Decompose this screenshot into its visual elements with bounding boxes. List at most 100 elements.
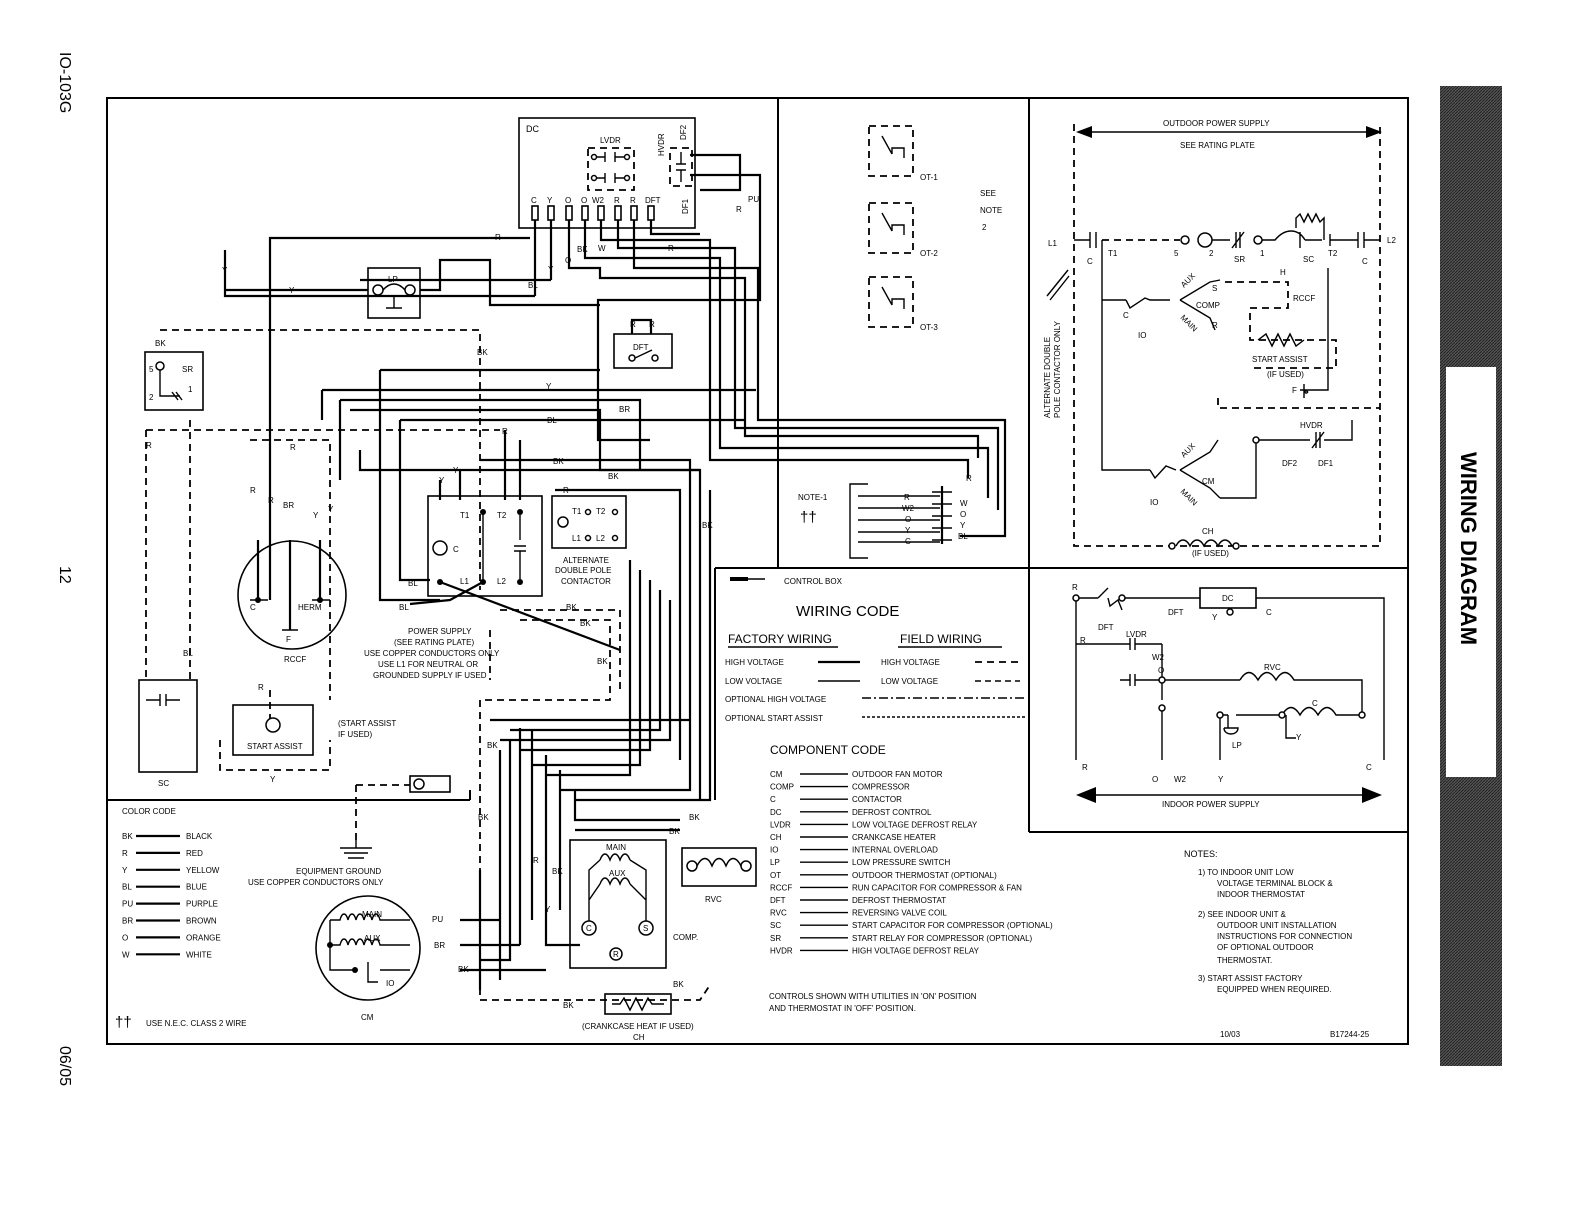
svg-text:2: 2	[1209, 249, 1214, 258]
svg-text:R: R	[630, 320, 636, 329]
svg-text:HIGH VOLTAGE: HIGH VOLTAGE	[881, 658, 940, 667]
component-code-name: RUN CAPACITOR FOR COMPRESSOR & FAN	[852, 883, 1022, 892]
svg-text:O: O	[1158, 666, 1164, 675]
svg-text:S: S	[643, 924, 648, 933]
svg-text:Y: Y	[453, 466, 459, 475]
svg-text:DFT: DFT	[645, 196, 661, 205]
component-code-name: REVERSING VALVE COIL	[852, 909, 947, 918]
svg-text:EQUIPPED WHEN REQUIRED.: EQUIPPED WHEN REQUIRED.	[1217, 985, 1332, 994]
svg-text:BK: BK	[552, 867, 563, 876]
svg-text:R: R	[966, 474, 972, 483]
svg-text:Y: Y	[289, 286, 295, 295]
component-code-key: DFT	[770, 896, 786, 905]
svg-text:LOW VOLTAGE: LOW VOLTAGE	[725, 677, 782, 686]
start-relay-sr: SR BK 5 2 1	[144, 339, 204, 411]
svg-text:R: R	[613, 950, 619, 959]
svg-text:OT-3: OT-3	[920, 323, 938, 332]
component-code-name: START RELAY FOR COMPRESSOR (OPTIONAL)	[852, 934, 1033, 943]
color-code-name: BLUE	[186, 883, 207, 892]
svg-text:10/03: 10/03	[1220, 1030, 1241, 1039]
alternate-contactor: T1 T2 L1 L2 ALTERNATE DOUBLE POLE CONTAC…	[551, 495, 627, 586]
svg-text:DOUBLE POLE: DOUBLE POLE	[555, 566, 611, 575]
svg-text:DFT: DFT	[1168, 608, 1184, 617]
svg-text:B17244-25: B17244-25	[1330, 1030, 1370, 1039]
notes: NOTES: 1) TO INDOOR UNIT LOW VOLTAGE TER…	[1184, 849, 1370, 1039]
svg-text:C: C	[1362, 257, 1368, 266]
svg-text:BL: BL	[183, 649, 193, 658]
svg-text:Y: Y	[545, 905, 551, 914]
svg-text:OPTIONAL HIGH VOLTAGE: OPTIONAL HIGH VOLTAGE	[725, 695, 826, 704]
svg-text:FACTORY WIRING: FACTORY WIRING	[728, 632, 832, 646]
svg-text:T2: T2	[596, 507, 606, 516]
svg-text:PU: PU	[432, 915, 443, 924]
component-code-name: COMPRESSOR	[852, 783, 910, 792]
svg-text:MAIN: MAIN	[606, 843, 626, 852]
svg-text:PU: PU	[748, 195, 759, 204]
svg-text:Y: Y	[328, 505, 334, 514]
color-code-key: O	[122, 933, 128, 942]
svg-text:POWER SUPPLY: POWER SUPPLY	[408, 627, 472, 636]
svg-text:L1: L1	[1048, 239, 1057, 248]
svg-text:INSTRUCTIONS FOR CONNECTION: INSTRUCTIONS FOR CONNECTION	[1217, 932, 1352, 941]
svg-text:L2: L2	[1387, 236, 1396, 245]
svg-text:BK: BK	[597, 657, 608, 666]
svg-text:SR: SR	[182, 365, 193, 374]
svg-text:BK: BK	[608, 472, 619, 481]
svg-text:O: O	[581, 196, 587, 205]
svg-text:W2: W2	[1174, 775, 1187, 784]
wiring-code-legend: CONTROL BOX WIRING CODE FACTORY WIRING F…	[725, 577, 1025, 723]
color-code-name: BROWN	[186, 917, 217, 926]
svg-text:W2: W2	[592, 196, 605, 205]
svg-text:BK: BK	[673, 980, 684, 989]
svg-text:AUX: AUX	[1179, 271, 1197, 289]
svg-text:BR: BR	[619, 405, 630, 414]
svg-text:DF1: DF1	[1318, 459, 1334, 468]
svg-text:INDOOR POWER SUPPLY: INDOOR POWER SUPPLY	[1162, 800, 1260, 809]
svg-text:L1: L1	[460, 577, 469, 586]
component-code-name: DEFROST CONTROL	[852, 808, 932, 817]
svg-text:5: 5	[1174, 249, 1179, 258]
svg-text:Y: Y	[1218, 775, 1224, 784]
component-code-key: IO	[770, 846, 778, 855]
svg-text:BK: BK	[477, 348, 488, 357]
svg-text:POLE CONTACTOR ONLY: POLE CONTACTOR ONLY	[1053, 320, 1062, 418]
component-code-key: RCCF	[770, 883, 792, 892]
svg-text:L2: L2	[596, 534, 605, 543]
thermostat-terminal-block: NOTE-1 †† R W2 O Y C R W O Y BL	[798, 474, 972, 559]
svg-text:O: O	[905, 515, 911, 524]
svg-text:DC: DC	[526, 124, 539, 134]
svg-text:Y: Y	[1212, 613, 1218, 622]
svg-text:SEE RATING PLATE: SEE RATING PLATE	[1180, 141, 1255, 150]
svg-text:BR: BR	[434, 941, 445, 950]
svg-text:CH: CH	[1202, 527, 1214, 536]
reversing-valve-coil: RVC	[681, 847, 757, 904]
color-code-name: BLACK	[186, 832, 213, 841]
svg-text:OT-1: OT-1	[920, 173, 938, 182]
component-code-key: COMP	[770, 783, 794, 792]
svg-text:Y: Y	[548, 265, 554, 274]
contactor: C T1 T2 L1 L2	[409, 495, 621, 652]
ladder-control-circuit: R DFT DC DFT Y C R LVDR W2 O RVC C LP Y …	[1072, 583, 1385, 809]
wire-routing: LP DFT	[145, 153, 1007, 1001]
svg-text:T1: T1	[460, 511, 470, 520]
svg-text:T1: T1	[572, 507, 582, 516]
svg-text:MAIN: MAIN	[1179, 313, 1200, 334]
svg-text:HVDR: HVDR	[1300, 421, 1323, 430]
color-code-key: BL	[122, 883, 132, 892]
component-code-name: OUTDOOR THERMOSTAT (OPTIONAL)	[852, 871, 997, 880]
svg-text:R: R	[250, 486, 256, 495]
svg-text:SR: SR	[1234, 255, 1245, 264]
svg-text:SC: SC	[1303, 255, 1314, 264]
svg-text:DFT: DFT	[1098, 623, 1114, 632]
svg-text:MAIN: MAIN	[1179, 487, 1200, 508]
svg-text:S: S	[1212, 284, 1217, 293]
svg-text:BL: BL	[547, 416, 557, 425]
svg-text:FIELD WIRING: FIELD WIRING	[900, 632, 982, 646]
svg-text:OF OPTIONAL OUTDOOR: OF OPTIONAL OUTDOOR	[1217, 943, 1314, 952]
crankcase-heater: (CRANKCASE HEAT IF USED) CH	[582, 993, 694, 1042]
svg-text:VOLTAGE TERMINAL BLOCK &: VOLTAGE TERMINAL BLOCK &	[1217, 879, 1333, 888]
svg-text:AND THERMOSTAT IN 'OFF' POSITI: AND THERMOSTAT IN 'OFF' POSITION.	[769, 1004, 916, 1013]
svg-text:BK: BK	[553, 457, 564, 466]
svg-text:DC: DC	[1222, 594, 1234, 603]
